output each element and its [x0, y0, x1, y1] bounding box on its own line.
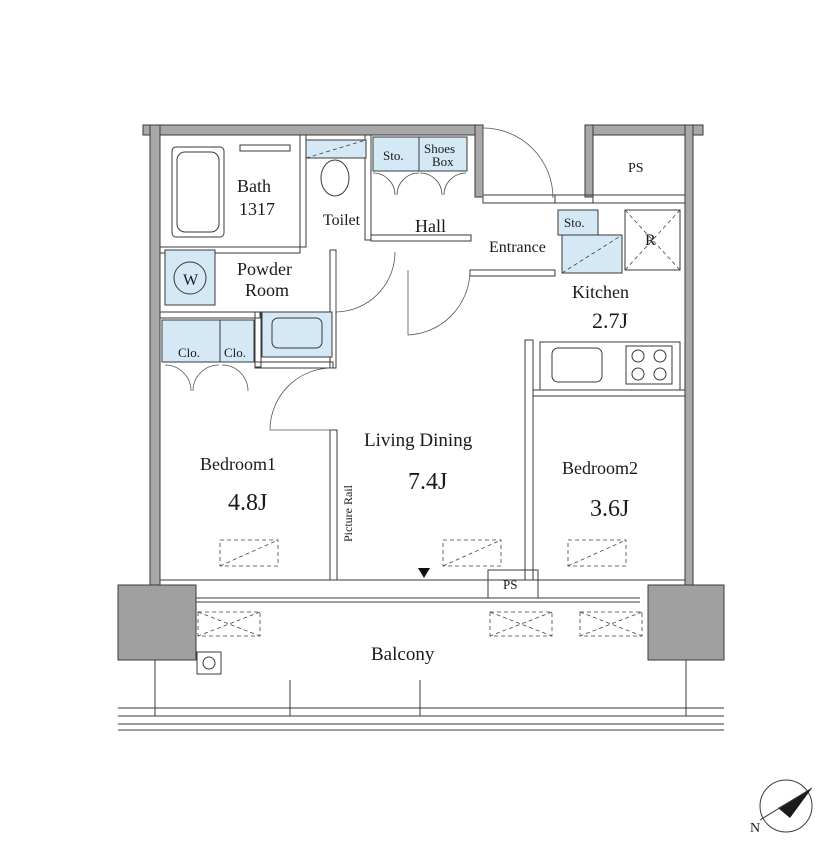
powder-room-label-1: Powder: [237, 259, 292, 279]
stove: [625, 345, 673, 385]
powder-door-swing: [335, 251, 396, 313]
powder-room-label-2: Room: [245, 280, 289, 300]
drain: [196, 651, 222, 675]
entrance-label: Entrance: [489, 239, 546, 256]
washer-label: W: [183, 272, 199, 289]
compass: N: [750, 779, 813, 836]
living-dining-label: Living Dining: [364, 430, 473, 451]
kitchen-size-label: 2.7J: [592, 308, 629, 333]
balcony-railing: [118, 660, 724, 731]
north-arrow-icon: [778, 788, 812, 818]
closets: [161, 319, 255, 392]
window-markers: [197, 539, 643, 637]
sto-kitchen-label: Sto.: [564, 215, 585, 230]
shoes-box-label-2: Box: [432, 154, 454, 169]
storage-shoes: [372, 136, 468, 196]
entrance-marker: [418, 568, 430, 578]
hall-door-swing: [407, 270, 471, 336]
bedroom1-size-label: 4.8J: [228, 490, 267, 516]
toilet-fixture: [305, 139, 367, 197]
bedroom1-label: Bedroom1: [200, 454, 276, 474]
bath-label: Bath: [237, 176, 271, 196]
exterior-walls: [142, 124, 704, 591]
ps-bottom-label: PS: [503, 577, 517, 592]
bathtub: [171, 146, 225, 238]
balcony-label: Balcony: [371, 644, 435, 665]
kitchen-counter: [539, 341, 681, 391]
vanity-basin: [271, 317, 323, 349]
bedroom1-door-swing: [269, 367, 334, 431]
kitchen-storage: [557, 209, 599, 236]
ps-box-bottom: [487, 569, 539, 599]
balcony-column-left: [117, 584, 197, 661]
closet-2-label: Clo.: [224, 345, 246, 360]
bath-shelf: [239, 144, 291, 152]
balcony-column-right: [647, 584, 725, 661]
kitchen-sink: [551, 347, 603, 383]
washer: [164, 249, 216, 306]
shelf-dash: [561, 234, 623, 274]
hall-label: Hall: [415, 216, 446, 236]
closet-1-label: Clo.: [178, 345, 200, 360]
picture-rail-label: Picture Rail: [341, 484, 355, 542]
shoes-box-label-1: Shoes: [424, 141, 455, 156]
living-dining-size-label: 7.4J: [408, 469, 447, 495]
toilet-label: Toilet: [323, 212, 361, 229]
refrigerator: [624, 209, 681, 271]
windows: [195, 597, 640, 603]
bedroom2-size-label: 3.6J: [590, 496, 629, 522]
bedroom2-label: Bedroom2: [562, 458, 638, 478]
kitchen-label: Kitchen: [572, 282, 629, 302]
sto-upper-label: Sto.: [383, 148, 404, 163]
north-label: N: [750, 821, 760, 836]
ps-top-label: PS: [628, 161, 644, 176]
entrance-door-swing: [482, 127, 554, 199]
interior-walls: [159, 134, 686, 581]
bath-size-label: 1317: [239, 199, 275, 219]
refrigerator-label: R: [645, 232, 656, 249]
